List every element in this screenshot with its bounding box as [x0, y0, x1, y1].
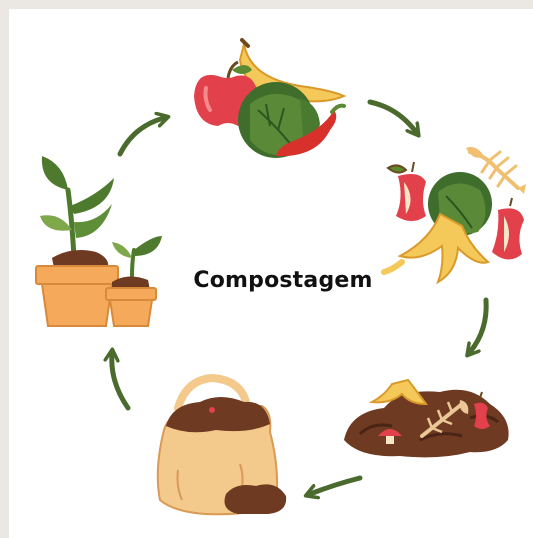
cycle-arrow-5: [120, 118, 164, 154]
stage-food-waste: [384, 147, 526, 282]
cycle-arrow-1: [370, 102, 416, 132]
seedling-icon: [40, 156, 114, 258]
cycle-arrow-3: [310, 478, 360, 494]
stage-growing-plants: [36, 156, 162, 326]
apple-core-icon: [492, 198, 524, 260]
stage-fresh-food-scraps: [194, 40, 344, 158]
cycle-arrow-4: [112, 354, 128, 408]
stage-compost-bag: [158, 378, 286, 514]
cycle-arrow-2: [470, 300, 486, 352]
diagram-title: Compostagem: [180, 268, 386, 293]
stage-decomposing-pile: [344, 380, 509, 457]
plant-pot-icon: [106, 276, 156, 326]
seedling-icon: [112, 236, 162, 276]
apple-core-icon: [388, 162, 426, 221]
